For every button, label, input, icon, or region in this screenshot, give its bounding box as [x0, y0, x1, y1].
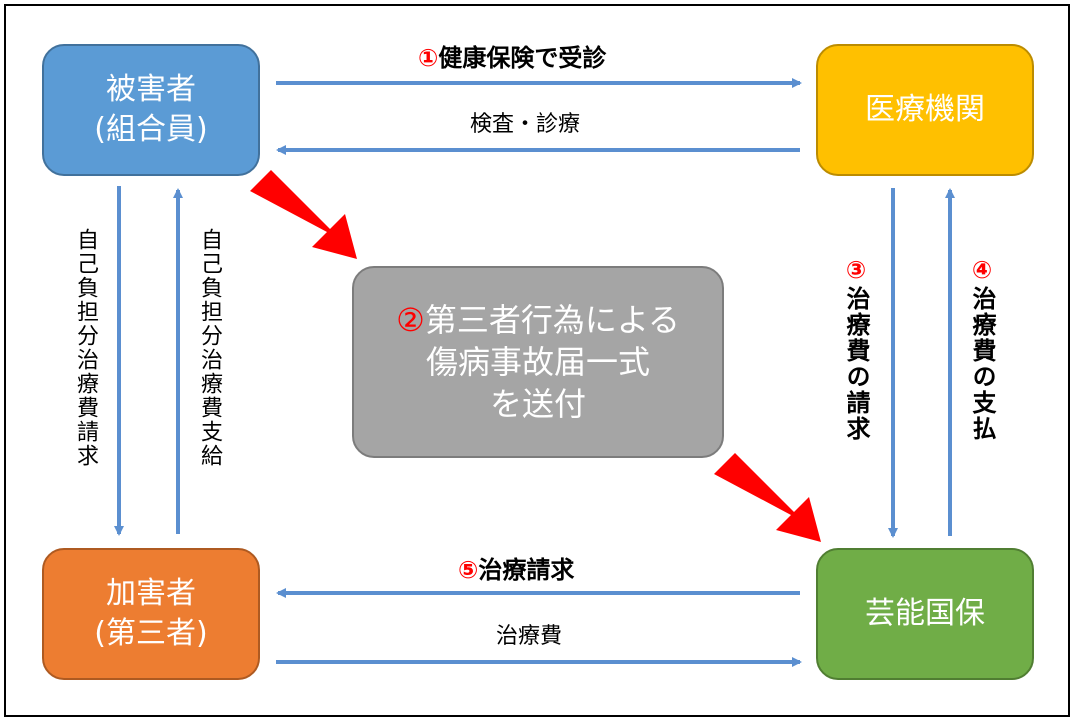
edge-label-5: ⑤治療請求: [458, 550, 574, 585]
notice-line-3: を送付: [489, 385, 586, 423]
red-arrow-notice-to-insurer: [714, 453, 821, 542]
notice-line-1: ②第三者行為による: [396, 299, 680, 341]
edge-label-2: 検査・診療: [470, 112, 581, 137]
red-arrow-victim-to-notice: [250, 170, 357, 259]
culprit-node: 加害者 (第三者): [42, 548, 260, 680]
insurer-node: 芸能国保: [816, 548, 1034, 680]
victim-label: 被害者: [106, 72, 196, 107]
edge-text-4: 治療費の支払: [968, 286, 996, 442]
hospital-label: 医療機関: [865, 92, 985, 127]
notice-line-2: 傷病事故届一式: [425, 343, 650, 381]
diagram-frame: [4, 4, 1070, 717]
edge-label-4: ④治療費の支払: [967, 256, 997, 442]
notice-node: ②第三者行為による 傷病事故届一式 を送付: [352, 266, 724, 458]
notice-line-1-text: 第三者行為による: [424, 301, 680, 339]
edge-number-1: ①: [418, 44, 439, 72]
edge-number-4: ④: [968, 256, 996, 286]
edge-text-1: 健康保険で受診: [438, 44, 607, 72]
edge-text-5: 治療請求: [478, 556, 575, 584]
culprit-label: 加害者: [106, 576, 196, 611]
edge-label-6: 治療費: [496, 624, 563, 649]
hospital-node: 医療機関: [816, 44, 1034, 176]
culprit-sublabel: (第三者): [94, 616, 208, 651]
edge-text-3: 治療費の請求: [842, 286, 870, 442]
edge-label-7: 自己負担分治療費請求: [73, 228, 98, 468]
insurer-label: 芸能国保: [865, 596, 985, 631]
victim-sublabel: (組合員): [94, 112, 208, 147]
victim-node: 被害者 (組合員): [42, 44, 260, 176]
edge-number-3: ③: [842, 256, 870, 286]
notice-step-number: ②: [396, 301, 425, 339]
edge-label-3: ③治療費の請求: [841, 256, 871, 442]
edge-label-8: 自己負担分治療費支給: [197, 228, 222, 468]
edge-label-1: ①健康保険で受診: [418, 38, 606, 73]
edge-number-5: ⑤: [458, 556, 479, 584]
